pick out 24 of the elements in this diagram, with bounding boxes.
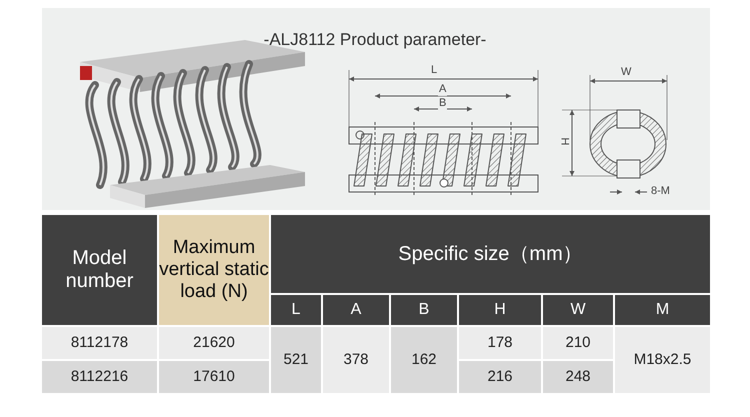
table-cell: 216 <box>459 361 541 393</box>
header-cell: B <box>391 295 457 325</box>
header-cell: W <box>543 295 613 325</box>
header-cell: Model number <box>42 215 157 325</box>
header-cell: H <box>459 295 541 325</box>
table-cell: 17610 <box>159 361 269 393</box>
table-cell: M18x2.5 <box>615 327 710 393</box>
table-cell: 162 <box>391 327 457 393</box>
table-cell: 521 <box>271 327 321 393</box>
title: -ALJ8112 Product parameter- <box>262 30 488 51</box>
dimension-label: A <box>438 83 448 96</box>
header-cell: Specific size（mm） <box>271 215 710 293</box>
table-cell: 8112178 <box>42 327 157 359</box>
table-cell: 178 <box>459 327 541 359</box>
table-cell: 210 <box>543 327 613 359</box>
header-cell: A <box>323 295 389 325</box>
header-cell: Maximum vertical static load (N) <box>159 215 269 325</box>
table-cell: 378 <box>323 327 389 393</box>
header-cell: L <box>271 295 321 325</box>
table-cell: 248 <box>543 361 613 393</box>
header-cell: M <box>615 295 710 325</box>
table-cell: 21620 <box>159 327 269 359</box>
dimension-label: B <box>438 97 448 110</box>
table-cell: 8112216 <box>42 361 157 393</box>
